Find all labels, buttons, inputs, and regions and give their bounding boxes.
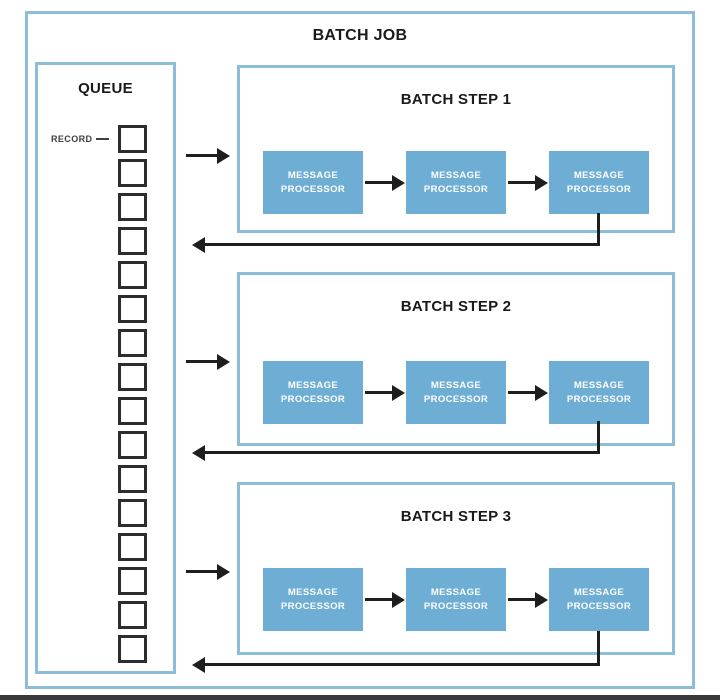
batch-job-title: BATCH JOB	[312, 27, 408, 44]
record-square	[118, 431, 147, 459]
batch-step-2-title: BATCH STEP 2	[400, 298, 512, 315]
record-square	[118, 329, 147, 357]
processor-label-line2: PROCESSOR	[280, 183, 346, 195]
processor-label-line2: PROCESSOR	[566, 393, 632, 405]
queue-to-step3-arrow-icon	[186, 563, 230, 580]
record-square	[118, 227, 147, 255]
processor-label-line1: MESSAGE	[430, 169, 482, 181]
message-processor-box: MESSAGE PROCESSOR	[263, 151, 363, 214]
record-square	[118, 363, 147, 391]
processor-label-line2: PROCESSOR	[423, 183, 489, 195]
batch-step-1-box: BATCH STEP 1 MESSAGE PROCESSOR MESSAGE P…	[237, 65, 675, 233]
batch-step-1-title: BATCH STEP 1	[400, 91, 512, 108]
message-processor-box: MESSAGE PROCESSOR	[406, 361, 506, 424]
record-square	[118, 635, 147, 663]
record-square	[118, 159, 147, 187]
record-square	[118, 261, 147, 289]
processor-row: MESSAGE PROCESSOR MESSAGE PROCESSOR MESS…	[240, 151, 672, 214]
queue-to-step2-arrow-icon	[186, 353, 230, 370]
record-square	[118, 295, 147, 323]
message-processor-box: MESSAGE PROCESSOR	[263, 568, 363, 631]
processor-label-line2: PROCESSOR	[423, 393, 489, 405]
bottom-edge-strip	[0, 695, 720, 700]
step2-return-arrow-vertical	[597, 421, 600, 454]
record-square	[118, 193, 147, 221]
step2-return-arrow-icon	[192, 444, 600, 461]
step3-return-arrow-vertical	[597, 631, 600, 666]
processor-label-line2: PROCESSOR	[566, 600, 632, 612]
message-processor-box: MESSAGE PROCESSOR	[549, 151, 649, 214]
record-square	[118, 397, 147, 425]
record-square	[118, 533, 147, 561]
flow-arrow-right-icon	[506, 174, 549, 191]
processor-row: MESSAGE PROCESSOR MESSAGE PROCESSOR MESS…	[240, 361, 672, 424]
processor-label-line1: MESSAGE	[287, 586, 339, 598]
processor-label-line1: MESSAGE	[430, 379, 482, 391]
message-processor-box: MESSAGE PROCESSOR	[263, 361, 363, 424]
batch-step-3-title: BATCH STEP 3	[400, 508, 512, 525]
record-pointer: RECORD	[51, 133, 110, 145]
step1-return-arrow-vertical	[597, 213, 600, 246]
message-processor-box: MESSAGE PROCESSOR	[406, 568, 506, 631]
processor-label-line1: MESSAGE	[573, 586, 625, 598]
queue-box: QUEUE RECORD	[35, 62, 176, 674]
processor-label-line2: PROCESSOR	[566, 183, 632, 195]
record-square	[118, 125, 147, 153]
processor-label-line1: MESSAGE	[287, 169, 339, 181]
record-square	[118, 601, 147, 629]
queue-to-step1-arrow-icon	[186, 147, 230, 164]
processor-label-line1: MESSAGE	[430, 586, 482, 598]
queue-title: QUEUE	[78, 80, 133, 97]
processor-label-line2: PROCESSOR	[280, 600, 346, 612]
record-pointer-line	[96, 138, 110, 140]
step3-return-arrow-icon	[192, 656, 600, 673]
record-list	[118, 125, 147, 663]
flow-arrow-right-icon	[506, 591, 549, 608]
flow-arrow-right-icon	[363, 591, 406, 608]
record-label: RECORD	[51, 134, 93, 144]
message-processor-box: MESSAGE PROCESSOR	[406, 151, 506, 214]
processor-label-line1: MESSAGE	[287, 379, 339, 391]
flow-arrow-right-icon	[363, 174, 406, 191]
batch-step-2-box: BATCH STEP 2 MESSAGE PROCESSOR MESSAGE P…	[237, 272, 675, 446]
flow-arrow-right-icon	[363, 384, 406, 401]
batch-step-3-box: BATCH STEP 3 MESSAGE PROCESSOR MESSAGE P…	[237, 482, 675, 655]
record-square	[118, 567, 147, 595]
processor-label-line1: MESSAGE	[573, 379, 625, 391]
record-square	[118, 465, 147, 493]
processor-label-line2: PROCESSOR	[280, 393, 346, 405]
step1-return-arrow-icon	[192, 236, 600, 253]
processor-label-line1: MESSAGE	[573, 169, 625, 181]
message-processor-box: MESSAGE PROCESSOR	[549, 568, 649, 631]
processor-row: MESSAGE PROCESSOR MESSAGE PROCESSOR MESS…	[240, 568, 672, 631]
record-square	[118, 499, 147, 527]
processor-label-line2: PROCESSOR	[423, 600, 489, 612]
message-processor-box: MESSAGE PROCESSOR	[549, 361, 649, 424]
flow-arrow-right-icon	[506, 384, 549, 401]
